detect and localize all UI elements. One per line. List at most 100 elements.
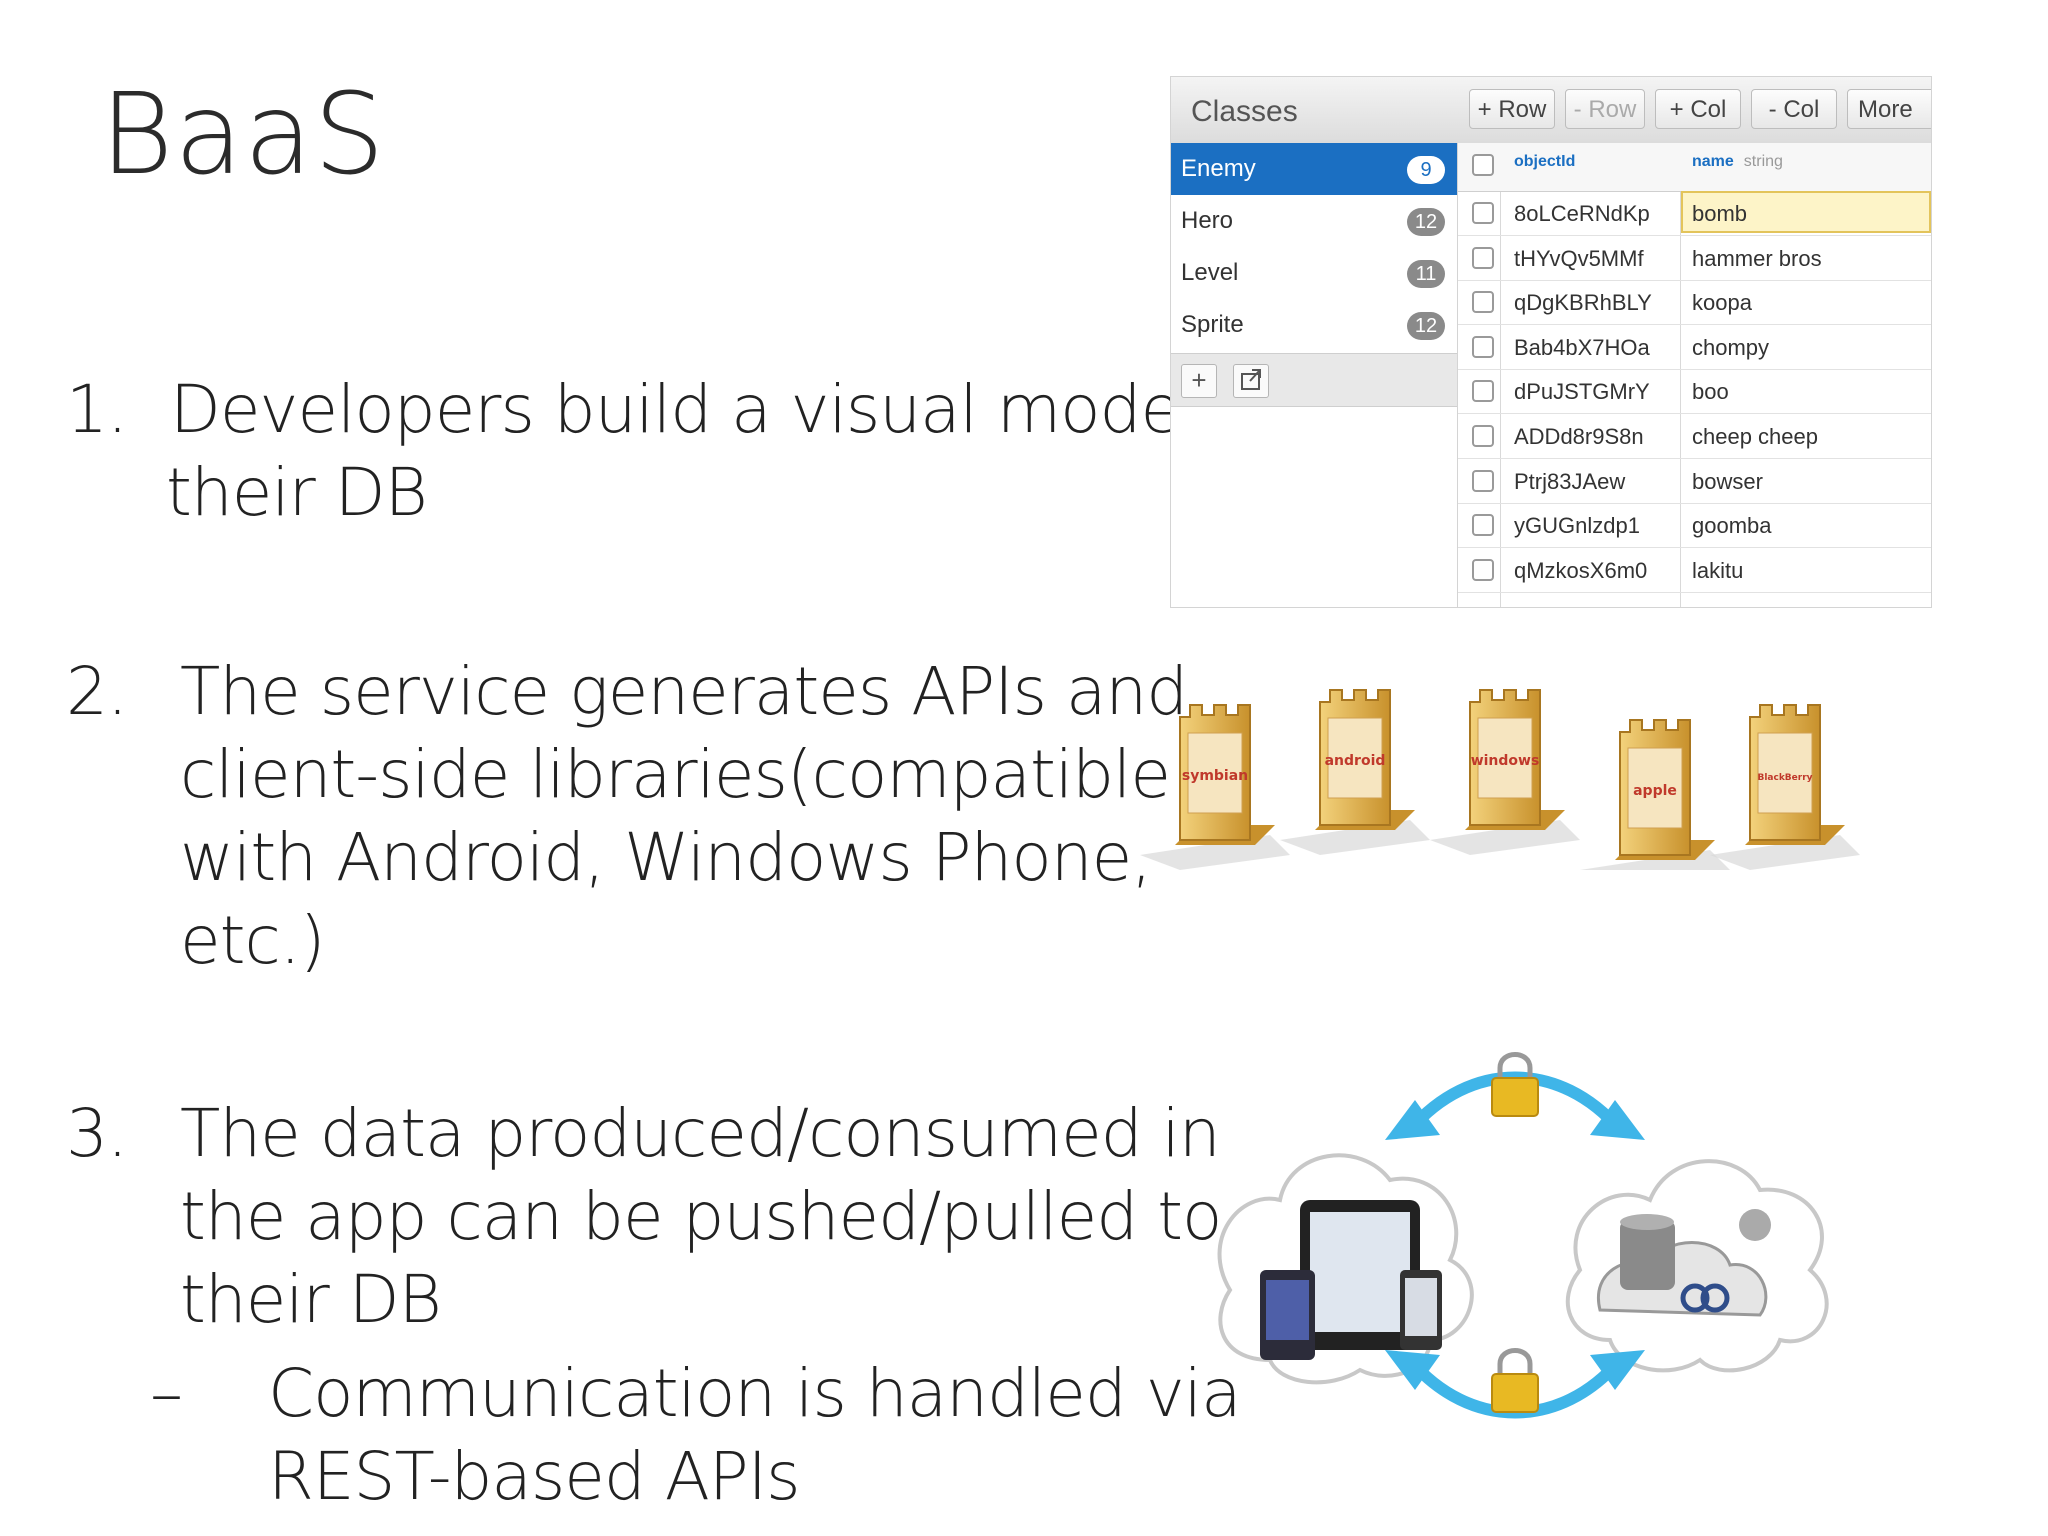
arrow-head-icon [1385,1100,1440,1140]
bullet-1-line-2: their DB [166,454,428,531]
column-header-objectid[interactable]: objectId [1514,153,1576,170]
import-class-button[interactable] [1233,364,1269,398]
arrow-head-icon [1590,1350,1645,1390]
cell-name[interactable]: bowser [1692,468,1763,494]
bullet-1-number: 1. [66,371,128,448]
cell-objectid[interactable]: tHYvQv5MMf [1514,245,1644,271]
row-checkbox[interactable] [1472,246,1494,269]
bullet-3-number: 3. [66,1095,128,1172]
row-checkbox[interactable] [1472,558,1494,581]
column-type-label: string [1743,153,1783,170]
arrow-head-icon [1385,1350,1440,1390]
lock-icon [1491,1052,1539,1117]
remove-col-button[interactable]: - Col [1751,89,1837,129]
class-count-badge: 12 [1407,312,1445,340]
bullet-3-line-1: The data produced/consumed in [180,1095,1221,1172]
cell-objectid[interactable]: qMzkosX6m0 [1514,557,1648,583]
slide-title: BaaS [100,70,386,200]
class-item-label: Level [1181,259,1239,286]
row-checkbox[interactable] [1472,202,1494,224]
classes-sidebar: Enemy 9 Hero 12 Level 11 Sprite 12 + [1171,143,1458,607]
bullet-2-line-2: client-side libraries(compatible [180,736,1171,813]
cell-objectid[interactable]: 8oLCeRNdKp [1514,201,1650,226]
table-row[interactable]: dPuJSTGMrY boo [1458,369,1931,415]
class-count-badge: 9 [1407,156,1445,184]
sub-bullet-dash: – [150,1355,183,1432]
cell-name[interactable]: lakitu [1692,557,1744,583]
cell-name[interactable]: cheep cheep [1692,424,1818,449]
table-row[interactable]: 8oLCeRNdKp bomb [1458,191,1931,236]
table-row[interactable]: qDgKBRhBLY koopa [1458,280,1931,326]
add-row-button[interactable]: + Row [1469,89,1555,129]
cell-objectid[interactable]: qDgKBRhBLY [1514,290,1652,316]
table-row[interactable]: Bab4bX7HOa chompy [1458,325,1931,370]
classes-title: Classes [1191,95,1298,128]
row-checkbox[interactable] [1472,425,1494,447]
cell-name[interactable]: goomba [1692,513,1772,539]
column-header-name[interactable]: name string [1692,153,1783,171]
class-item-sprite[interactable]: Sprite 12 [1171,299,1457,351]
column-name-label: name [1692,153,1734,170]
arrow-head-icon [1590,1100,1645,1140]
bullet-2-line-1: The service generates APIs and [180,653,1188,730]
bullet-3-line-2: the app can be pushed/pulled to [180,1178,1222,1255]
cell-objectid[interactable]: dPuJSTGMrY [1514,379,1650,405]
bullet-1-line-1: Developers build a visual model of [170,371,1280,448]
sub-bullet-line-2: REST-based APIs [268,1438,801,1515]
classes-panel: Classes + Row - Row + Col - Col More Ene… [1170,76,1932,608]
devices-cloud-icon [1217,1153,1474,1385]
cell-name[interactable]: chompy [1692,334,1770,360]
row-checkbox[interactable] [1472,514,1494,537]
class-count-badge: 11 [1407,260,1445,288]
class-item-label: Sprite [1181,311,1244,338]
table-row[interactable]: tHYvQv5MMf hammer bros [1458,236,1931,281]
import-icon [1241,369,1261,390]
class-item-level[interactable]: Level 11 [1171,247,1457,299]
select-all-checkbox[interactable] [1472,154,1494,176]
table-row[interactable]: ADDd8r9S8n cheep cheep [1458,414,1931,459]
row-checkbox[interactable] [1472,291,1494,314]
platform-label: android [1325,753,1386,769]
table-row[interactable]: qMzkosX6m0 lakitu [1458,548,1931,593]
cell-name[interactable]: boo [1692,379,1729,405]
lock-icon [1491,1348,1539,1413]
bullet-2-line-4: etc.) [180,902,325,979]
class-item-enemy[interactable]: Enemy 9 [1171,143,1457,195]
grid-header: objectId name string [1458,143,1931,192]
cell-objectid[interactable]: Bab4bX7HOa [1514,334,1650,360]
bullet-3-line-3: their DB [180,1261,442,1338]
cell-objectid[interactable]: Ptrj83JAew [1514,468,1626,494]
tower-android-icon: android [1280,689,1430,855]
platform-label: windows [1471,753,1540,769]
more-button[interactable]: More [1847,89,1931,129]
selected-cell-highlight [1681,191,1931,233]
table-row[interactable]: yGUGnlzdp1 goomba [1458,503,1931,549]
table-row[interactable]: Ptrj83JAew bowser [1458,459,1931,504]
tower-windows-icon: windows [1430,689,1580,855]
class-item-label: Hero [1181,207,1234,234]
class-item-hero[interactable]: Hero 12 [1171,195,1457,247]
cell-objectid[interactable]: ADDd8r9S8n [1514,424,1644,449]
cell-objectid[interactable]: yGUGnlzdp1 [1514,513,1640,539]
row-checkbox[interactable] [1472,380,1494,403]
add-col-button[interactable]: + Col [1655,89,1741,129]
sync-diagram [1217,1052,1829,1419]
sub-bullet-line-1: Communication is handled via [268,1355,1242,1432]
platform-label: symbian [1182,768,1248,784]
remove-row-button[interactable]: - Row [1565,89,1645,129]
row-checkbox[interactable] [1472,469,1494,492]
tower-symbian-icon: symbian [1140,704,1290,870]
add-class-button[interactable]: + [1181,364,1217,398]
class-count-badge: 12 [1407,208,1445,236]
tower-apple-icon: apple [1580,719,1730,870]
bullet-2-line-3: with Android, Windows Phone, [180,819,1152,896]
bullet-2-number: 2. [66,653,128,730]
cell-name[interactable]: bomb [1692,201,1748,226]
cell-name[interactable]: hammer bros [1692,245,1822,271]
row-checkbox[interactable] [1472,335,1494,358]
platform-label: apple [1633,783,1677,799]
classes-toolbar: Classes + Row - Row + Col - Col More [1171,77,1931,144]
cell-name[interactable]: koopa [1692,290,1752,316]
sidebar-footer: + [1171,353,1457,407]
